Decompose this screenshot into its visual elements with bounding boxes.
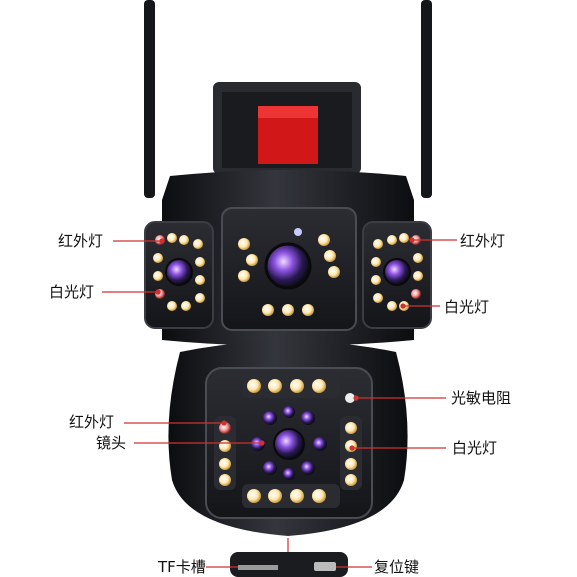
label-ir-bottom: 红外灯 [69, 413, 115, 431]
label-white-left: 白光灯 [49, 283, 95, 301]
lower-left-led-bar [214, 416, 236, 490]
right-module-leds [371, 233, 423, 311]
label-reset-key: 复位键 [374, 558, 420, 576]
lower-lens [273, 428, 305, 460]
left-module-leds [153, 233, 205, 311]
upper-lens [264, 242, 312, 290]
leader-lines [102, 237, 457, 568]
lower-top-led-bar [242, 374, 340, 398]
label-ir-left: 红外灯 [58, 232, 104, 250]
lower-bottom-led-bar [242, 484, 340, 508]
antenna-right [421, 0, 432, 198]
label-photoresistor: 光敏电阻 [451, 389, 512, 407]
label-white-bottom: 白光灯 [452, 439, 498, 457]
ir-lens-ring [251, 406, 327, 480]
label-white-right: 白光灯 [444, 298, 490, 316]
antenna-left [144, 0, 155, 198]
upper-center-leds [238, 228, 340, 316]
label-tf-slot: TF卡槽 [158, 558, 206, 576]
photoresistor-sensor [345, 393, 355, 403]
lower-right-led-bar [340, 416, 362, 490]
label-ir-right: 红外灯 [460, 232, 506, 250]
tf-card-slot [238, 565, 278, 570]
reset-button [314, 562, 336, 571]
label-lens: 镜头 [96, 434, 127, 452]
